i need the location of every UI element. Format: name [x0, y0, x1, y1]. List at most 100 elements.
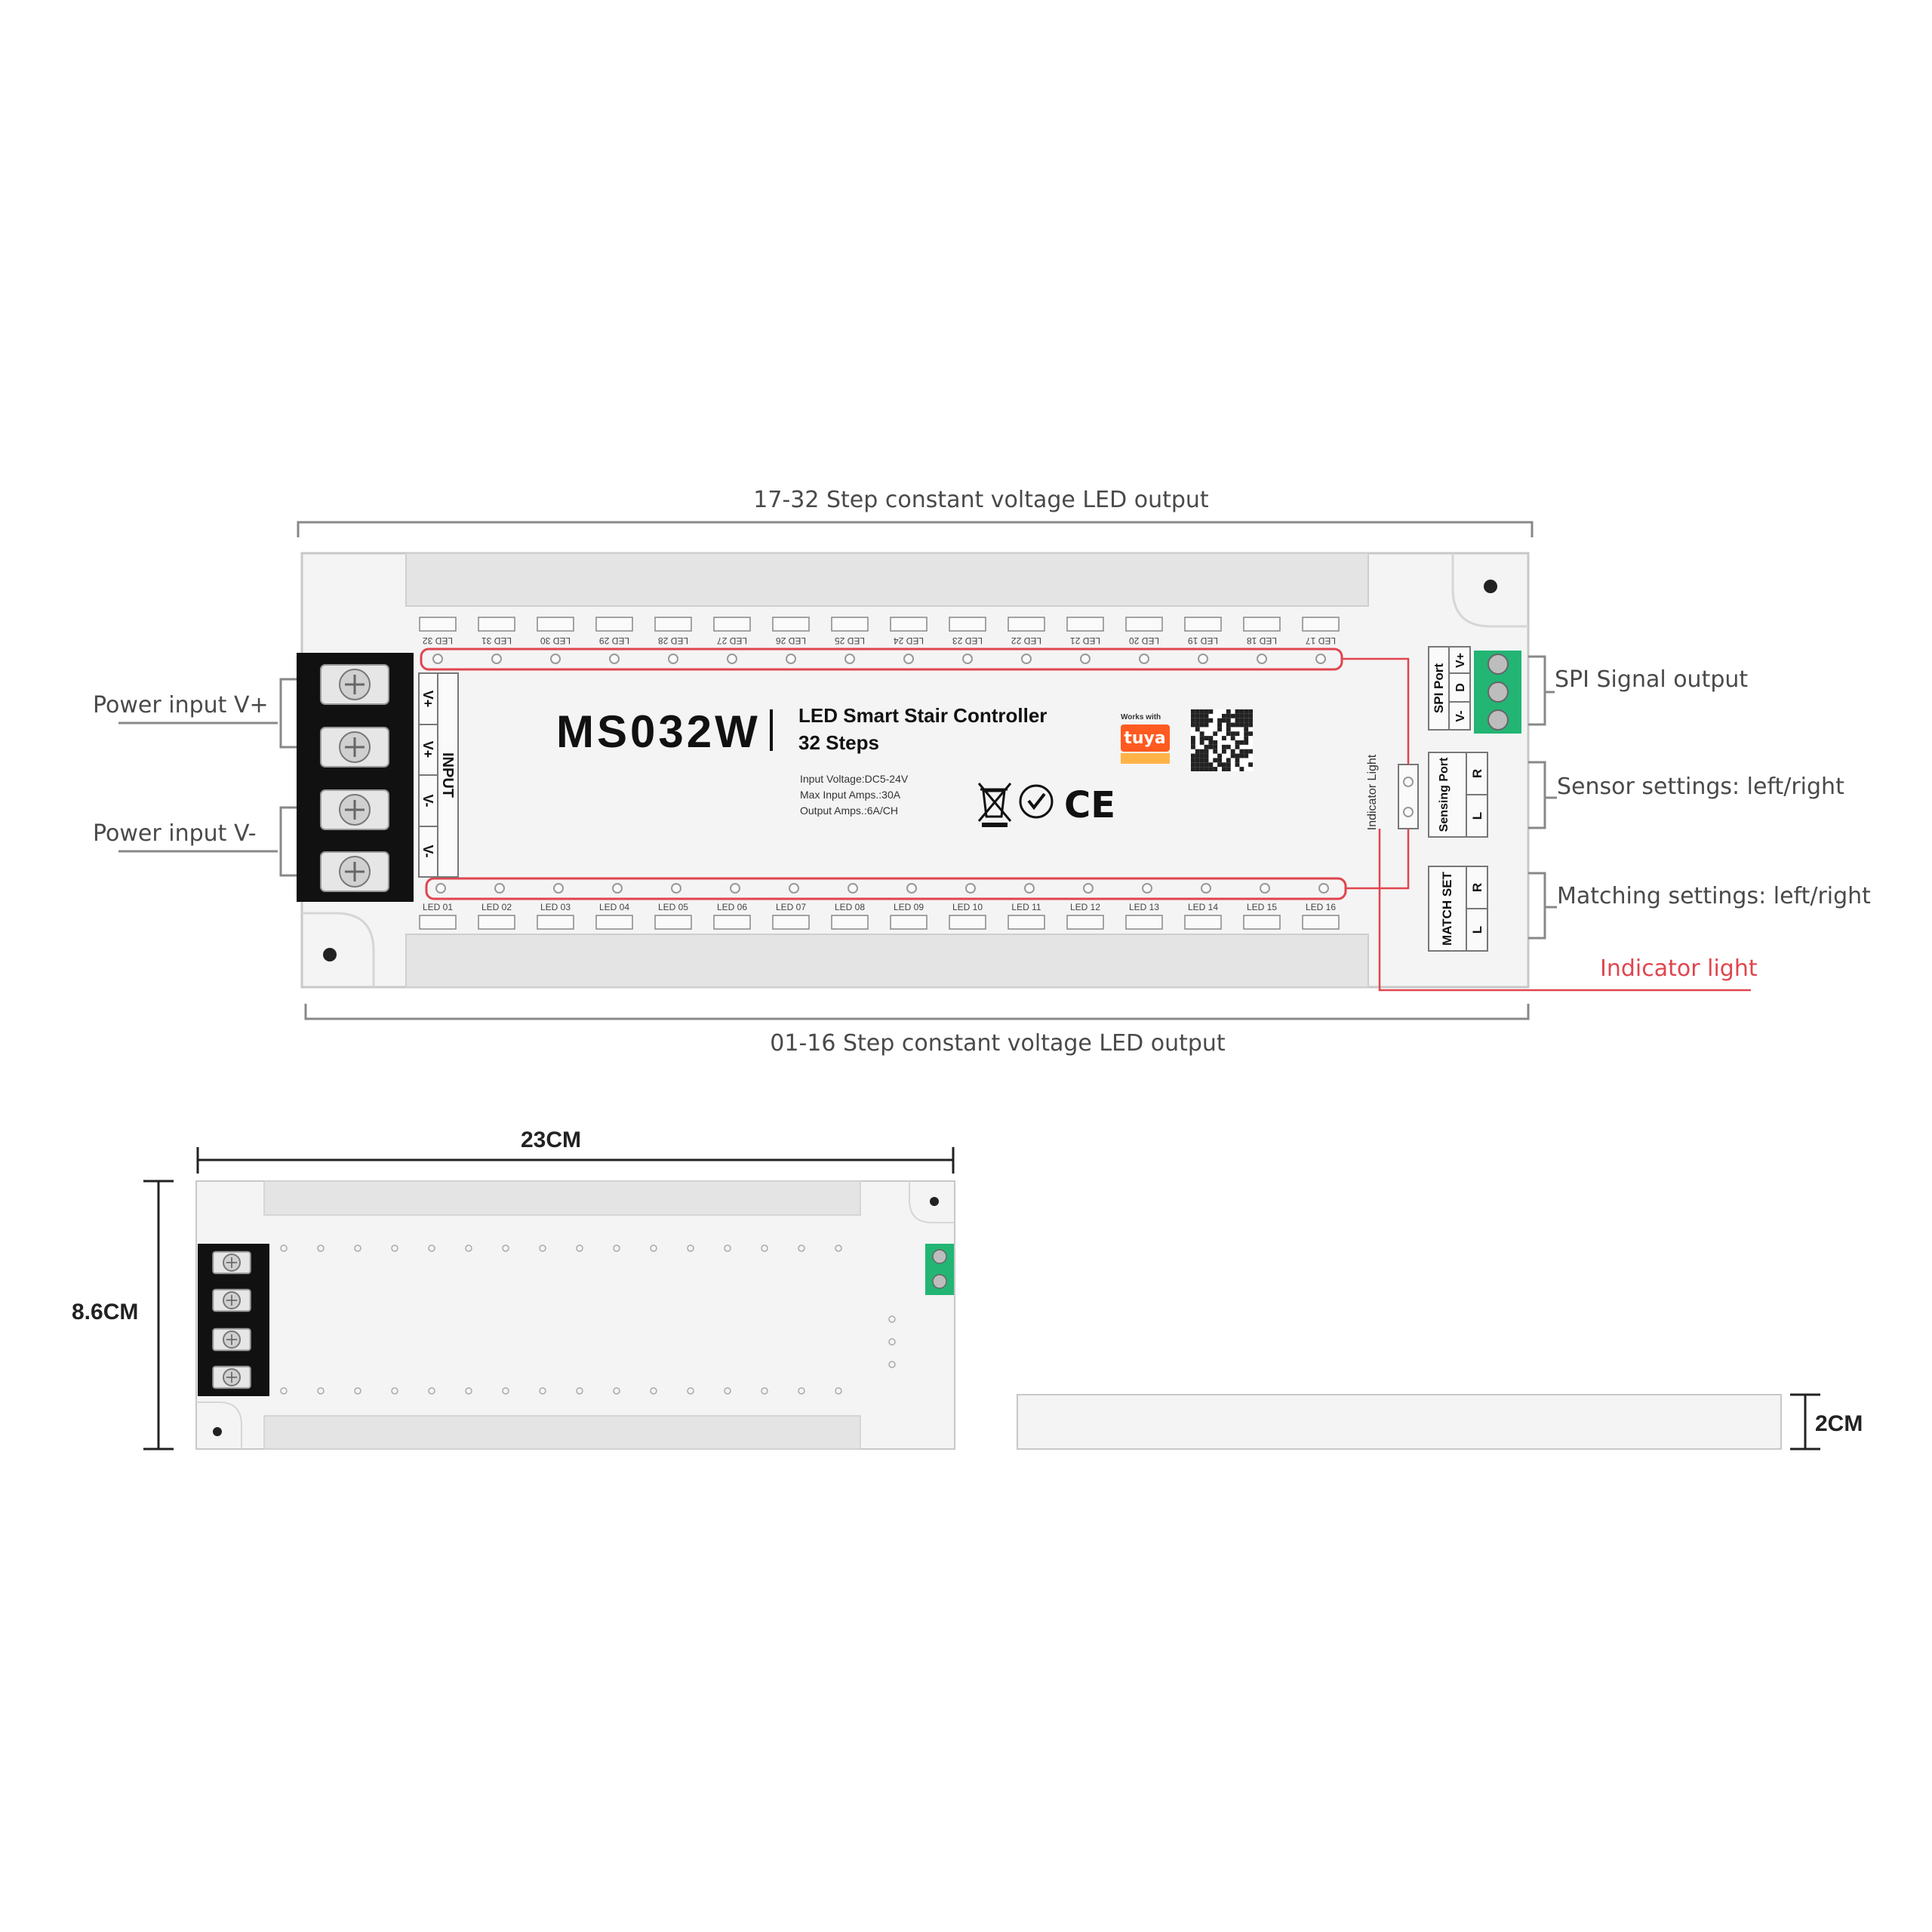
led-pad: [949, 617, 986, 632]
indicator-dot: [1139, 654, 1149, 664]
led-pad: [1184, 915, 1222, 930]
led-pad: [772, 617, 810, 632]
sensing-l: L: [1470, 812, 1484, 820]
indicator-dot: [1201, 883, 1211, 894]
indicator-dot: [553, 883, 564, 894]
match-set-label: MATCH SET: [1440, 871, 1454, 946]
bottom-output-callout: 01-16 Step constant voltage LED output: [770, 1030, 1226, 1057]
indicator-light-leader: [1378, 829, 1751, 992]
indicator-dot: [354, 1244, 361, 1252]
spi-pin-vminus: V-: [1454, 710, 1467, 721]
led-label-bottom: LED 02: [481, 902, 512, 912]
indicator-dot: [724, 1244, 731, 1252]
indicator-dot: [317, 1387, 325, 1395]
indicator-dot: [671, 883, 681, 894]
indicator-dot: [612, 883, 623, 894]
led-pad: [1066, 915, 1104, 930]
indicator-dot: [730, 883, 740, 894]
led-label-top: LED 30: [540, 635, 571, 646]
indicator-dot: [609, 654, 620, 664]
sensor-settings-leader: [1528, 761, 1557, 829]
indicator-dot: [835, 1387, 842, 1395]
match-r: R: [1470, 883, 1484, 892]
mount-hole-icon: [323, 948, 337, 961]
indicator-dot: [687, 1387, 694, 1395]
indicator-light-vertical-label: Indicator Light: [1366, 754, 1379, 830]
input-pin-3: V-: [420, 794, 435, 807]
indicator-dot: [848, 883, 858, 894]
spi-output-callout: SPI Signal output: [1555, 666, 1748, 693]
indicator-dot: [906, 883, 917, 894]
indicator-light-callout: Indicator light: [1600, 955, 1758, 982]
spi-port-label: SPI Port: [1432, 663, 1446, 713]
led-pad: [595, 617, 633, 632]
indicator-dot: [888, 1361, 896, 1368]
svg-text:Works with: Works with: [1121, 713, 1161, 721]
screw-terminal-icon: [212, 1288, 251, 1312]
screw-terminal-icon: [320, 789, 389, 830]
led-label-bottom: LED 12: [1070, 902, 1100, 912]
sensing-port-label-1: Sensing Port: [1438, 757, 1451, 832]
indicator-dot: [724, 1387, 731, 1395]
led-label-top: LED 28: [658, 635, 688, 646]
led-pad: [1302, 617, 1340, 632]
led-pad: [537, 915, 574, 930]
led-pad: [1125, 915, 1163, 930]
indicator-dot: [903, 654, 914, 664]
indicator-dot: [888, 1338, 896, 1346]
led-label-top: LED 22: [1011, 635, 1041, 646]
led-label-top: LED 25: [835, 635, 865, 646]
led-label-bottom: LED 13: [1129, 902, 1159, 912]
screw-terminal-icon: [320, 851, 389, 892]
indicator-dot: [687, 1244, 694, 1252]
led-pad: [831, 915, 869, 930]
dimension-side-view: 2CM: [1017, 1393, 1863, 1451]
screw-terminal-icon: [212, 1327, 251, 1352]
indicator-dot: [432, 654, 443, 664]
indicator-dot: [1021, 654, 1032, 664]
indicator-dot: [491, 654, 502, 664]
led-label-top: LED 31: [481, 635, 512, 646]
indicator-dot: [835, 1244, 842, 1252]
top-output-bracket: [297, 521, 1534, 537]
matching-settings-leader: [1528, 872, 1557, 940]
product-steps: 32 Steps: [798, 731, 879, 754]
led-pad: [478, 617, 515, 632]
led-pad: [654, 915, 692, 930]
led-pad: [1008, 915, 1045, 930]
qr-code-icon: [1191, 709, 1253, 771]
indicator-dot: [761, 1387, 768, 1395]
screw-terminal-icon: [212, 1251, 251, 1275]
indicator-dot: [502, 1244, 509, 1252]
led-label-top: LED 20: [1129, 635, 1159, 646]
indicator-dot: [1198, 654, 1208, 664]
model-number: MS032W: [556, 706, 761, 757]
indicator-dot: [465, 1244, 472, 1252]
power-vplus-leader: [118, 678, 297, 749]
indicator-dot: [1260, 883, 1270, 894]
led-label-bottom: LED 14: [1188, 902, 1218, 912]
led-label-bottom: LED 10: [952, 902, 983, 912]
indicator-dot: [965, 883, 976, 894]
led-pad: [654, 617, 692, 632]
mount-corner-top-right: [1451, 553, 1528, 628]
led-pad: [1125, 617, 1163, 632]
led-label-top: LED 21: [1070, 635, 1100, 646]
spi-pin-d: D: [1454, 683, 1467, 692]
spec-output-amps: Output Amps.:6A/CH: [800, 804, 898, 817]
ce-mark-icon: CE: [1064, 784, 1115, 826]
indicator-dot: [668, 654, 678, 664]
led-label-top: LED 17: [1306, 635, 1336, 646]
model-divider: [770, 709, 773, 751]
input-label: INPUT: [439, 752, 456, 798]
led-pad: [595, 915, 633, 930]
indicator-red-wire-bottom: [1346, 829, 1410, 890]
led-pad: [419, 617, 457, 632]
indicator-dot: [1257, 654, 1267, 664]
spi-output-leader: [1528, 655, 1555, 726]
led-pad: [1302, 915, 1340, 930]
matching-settings-callout: Matching settings: left/right: [1557, 883, 1871, 909]
top-output-callout: 17-32 Step constant voltage LED output: [753, 487, 1209, 513]
indicator-dot: [428, 1244, 435, 1252]
